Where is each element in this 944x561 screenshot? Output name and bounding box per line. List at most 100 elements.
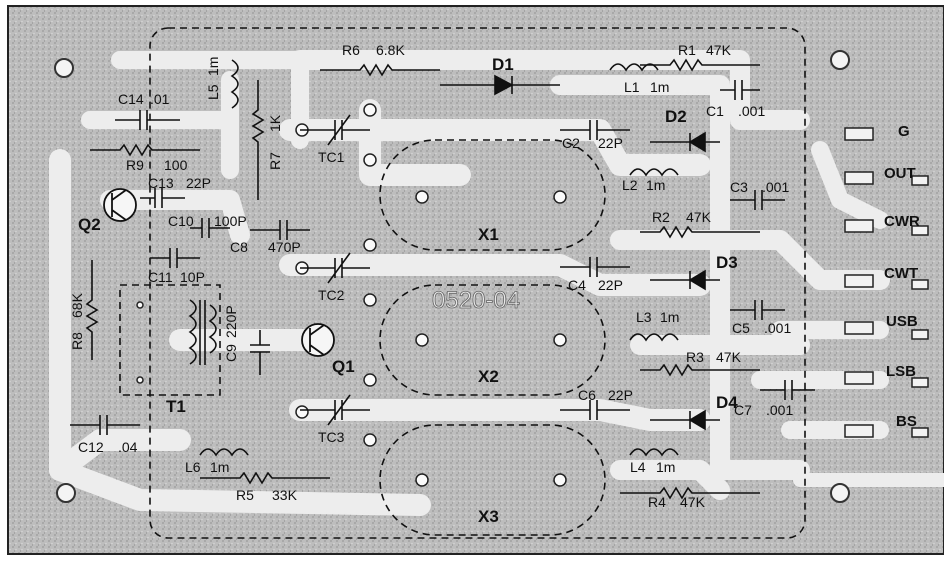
outlines <box>119 27 806 539</box>
capacitor-c5 <box>730 300 785 320</box>
resistor-label: R8 <box>69 332 85 350</box>
transistor-label: Q1 <box>332 357 355 376</box>
connector-label: LSB <box>886 363 916 380</box>
capacitor-c12 <box>70 415 140 435</box>
connector-labels: G OUT CWR CWT USB LSB BS <box>884 123 920 430</box>
capacitor-label: C13 <box>148 175 174 191</box>
diode-label: D4 <box>716 393 738 412</box>
resistor-label: R5 <box>236 487 254 503</box>
mounting-hole <box>830 50 850 70</box>
capacitor-value: .04 <box>118 439 138 455</box>
capacitor-value: 22P <box>598 135 623 151</box>
capacitor-value: 470P <box>268 239 301 255</box>
capacitor-label: C14 <box>118 91 144 107</box>
mounting-hole <box>56 483 76 503</box>
resistor-r1 <box>640 58 760 72</box>
capacitor-value: 22P <box>186 175 211 191</box>
capacitor-label: C9 <box>223 344 239 362</box>
resistor-label: R3 <box>686 349 704 365</box>
resistor-value: 33K <box>272 487 298 503</box>
resistor-r5 <box>200 471 330 485</box>
capacitor-c7 <box>760 380 815 400</box>
mounting-hole <box>830 483 850 503</box>
inductor-value: 1m <box>650 79 669 95</box>
capacitor-c13 <box>140 188 185 208</box>
connector-pads <box>844 127 929 438</box>
transformer-label: T1 <box>166 397 186 416</box>
inductor-label: L5 <box>205 84 221 100</box>
crystal-label: X2 <box>478 367 499 386</box>
diode-d4 <box>650 409 720 431</box>
capacitor-value: 100P <box>214 213 247 229</box>
capacitor-c10 <box>190 218 230 238</box>
resistor-r6 <box>320 63 440 77</box>
capacitor-label: C2 <box>562 135 580 151</box>
capacitor-c11 <box>150 248 200 268</box>
inductor-l2 <box>629 168 679 177</box>
resistor-value: 6.8K <box>376 42 405 58</box>
connector-label: CWR <box>884 213 920 230</box>
diode-label: D3 <box>716 253 738 272</box>
inductor-value: 1m <box>656 459 675 475</box>
capacitor-c8 <box>250 220 310 240</box>
trimmer-tc2 <box>300 252 370 284</box>
capacitor-label: C8 <box>230 239 248 255</box>
transformer-outline <box>119 284 221 396</box>
diode-label: D2 <box>665 107 687 126</box>
transistor-q2 <box>103 188 137 222</box>
diode-d3 <box>650 269 720 291</box>
resistor-label: R2 <box>652 209 670 225</box>
transistor-q1 <box>301 323 335 357</box>
connector-label: G <box>898 123 910 140</box>
capacitor-c6 <box>560 400 630 420</box>
capacitor-value: .01 <box>150 91 170 107</box>
component-symbols <box>70 58 815 500</box>
capacitor-c1 <box>720 80 760 100</box>
inductor-label: L2 <box>622 177 638 193</box>
capacitor-c9 <box>250 330 270 375</box>
capacitor-label: C3 <box>730 179 748 195</box>
connector-label: OUT <box>884 165 916 182</box>
resistor-value: 47K <box>706 42 732 58</box>
resistor-value: 1K <box>267 114 283 132</box>
resistor-label: R9 <box>126 157 144 173</box>
resistor-r2 <box>640 225 760 239</box>
connector-label: BS <box>896 413 917 430</box>
resistor-r4 <box>620 486 760 500</box>
resistor-value: 47K <box>686 209 712 225</box>
capacitor-label: C12 <box>78 439 104 455</box>
transformer-coil <box>188 299 217 365</box>
resistor-value: 47K <box>716 349 742 365</box>
inductor-l6 <box>199 448 249 457</box>
trimmer-label: TC1 <box>318 149 345 165</box>
capacitor-c14 <box>115 110 180 130</box>
diodes <box>440 74 720 431</box>
resistor-value: 68K <box>69 292 85 318</box>
capacitor-value: 10P <box>180 269 205 285</box>
capacitor-label: C6 <box>578 387 596 403</box>
resistor-label: R4 <box>648 494 666 510</box>
inductor-l1 <box>609 63 659 72</box>
capacitor-label: C5 <box>732 320 750 336</box>
capacitor-label: C4 <box>568 277 586 293</box>
capacitor-value: 22P <box>608 387 633 403</box>
transistors <box>103 188 335 357</box>
inductor-l3 <box>629 333 679 342</box>
trimmer-tc3 <box>300 394 370 426</box>
resistor-r3 <box>640 363 760 377</box>
resistor-r9 <box>90 143 200 157</box>
inductor-value: 1m <box>646 177 665 193</box>
resistor-label: R6 <box>342 42 360 58</box>
resistor-label: R1 <box>678 42 696 58</box>
resistor-r8 <box>85 260 99 360</box>
capacitor-c3 <box>730 190 785 210</box>
capacitor-value: 220P <box>223 305 239 338</box>
trimmer-label: TC2 <box>318 287 345 303</box>
resistor-value: 100 <box>164 157 188 173</box>
capacitor-value: .001 <box>766 402 793 418</box>
mounting-holes <box>54 50 850 503</box>
board-outline <box>149 27 806 539</box>
inductor-label: L4 <box>630 459 646 475</box>
capacitor-c4 <box>560 257 630 277</box>
